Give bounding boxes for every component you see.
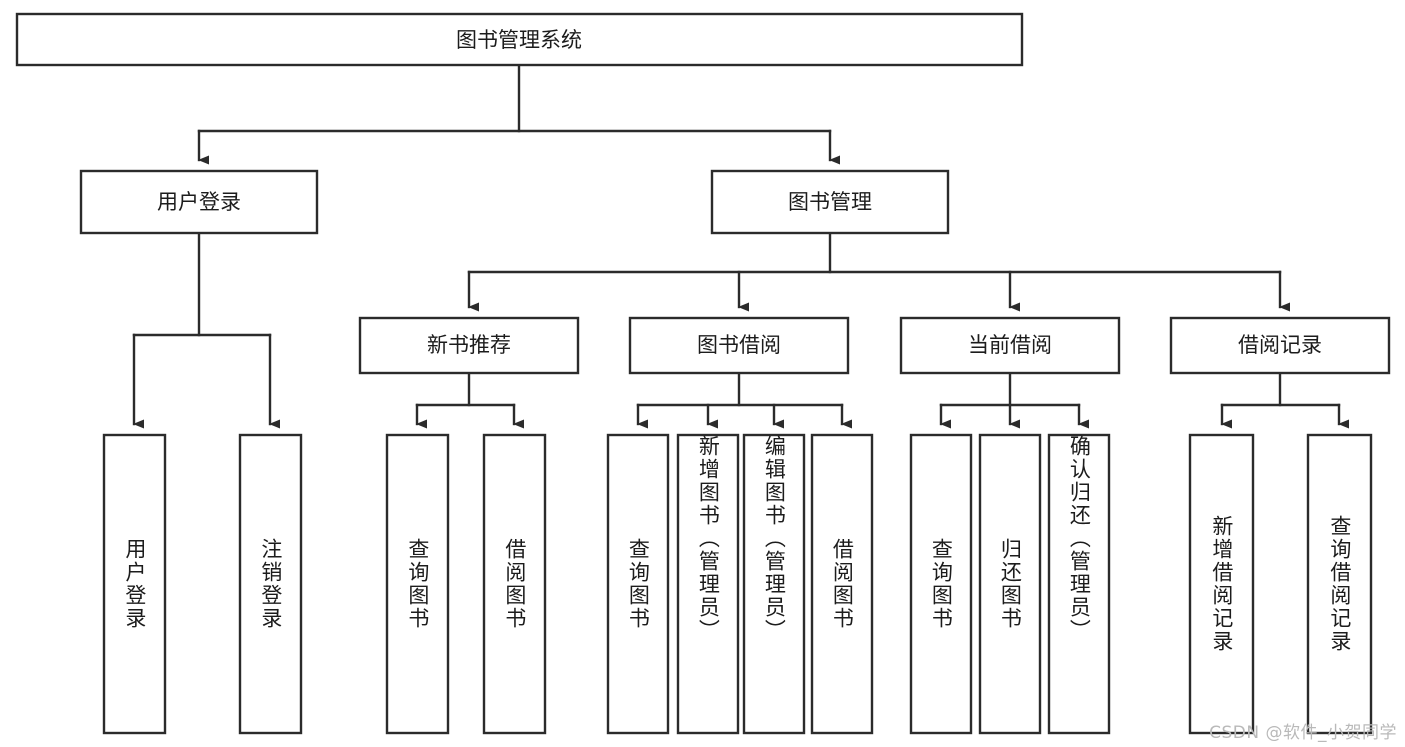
- edges-borrow-record-to-leaves: [1220, 371, 1349, 429]
- node-leaf-borrow-book-1[interactable]: [482, 433, 547, 735]
- node-leaf-add-book-admin[interactable]: [676, 433, 740, 735]
- node-leaf-query-book-1[interactable]: [385, 433, 450, 735]
- node-root-book-management-system[interactable]: [15, 12, 1024, 67]
- label-borrow-record: 借阅记录: [1238, 333, 1322, 357]
- edges-root-to-level2: [197, 63, 840, 165]
- node-leaf-return-book[interactable]: [978, 433, 1042, 735]
- node-leaf-query-borrow-record[interactable]: [1306, 433, 1373, 735]
- edges-book-manage-to-level3: [467, 231, 1290, 312]
- csdn-watermark: CSDN @软件_小贺同学: [1209, 723, 1397, 743]
- node-new-book-recommend[interactable]: [358, 316, 580, 375]
- label-current-borrow: 当前借阅: [968, 333, 1052, 357]
- node-leaf-query-book-2[interactable]: [606, 433, 670, 735]
- node-leaf-query-book-3[interactable]: [909, 433, 973, 735]
- label-root: 图书管理系统: [456, 28, 582, 52]
- node-leaf-confirm-return-admin[interactable]: [1047, 433, 1111, 735]
- edges-user-login-to-leaves: [132, 231, 280, 429]
- label-book-borrow: 图书借阅: [697, 333, 781, 357]
- edges-book-borrow-to-leaves: [636, 371, 852, 429]
- node-current-borrow[interactable]: [899, 316, 1121, 375]
- node-user-login[interactable]: [79, 169, 319, 235]
- node-borrow-record[interactable]: [1169, 316, 1391, 375]
- node-leaf-borrow-book-2[interactable]: [810, 433, 874, 735]
- label-book-management: 图书管理: [788, 190, 872, 214]
- label-user-login: 用户登录: [157, 190, 241, 214]
- edges-current-borrow-to-leaves: [939, 371, 1089, 429]
- node-book-management[interactable]: [710, 169, 950, 235]
- node-leaf-edit-book-admin[interactable]: [742, 433, 806, 735]
- node-leaf-user-login[interactable]: [102, 433, 167, 735]
- label-new-book-recommend: 新书推荐: [427, 333, 511, 357]
- node-leaf-add-borrow-record[interactable]: [1188, 433, 1255, 735]
- node-leaf-logout[interactable]: [238, 433, 303, 735]
- node-book-borrow[interactable]: [628, 316, 850, 375]
- edges-new-book-recommend-to-leaves: [415, 371, 524, 429]
